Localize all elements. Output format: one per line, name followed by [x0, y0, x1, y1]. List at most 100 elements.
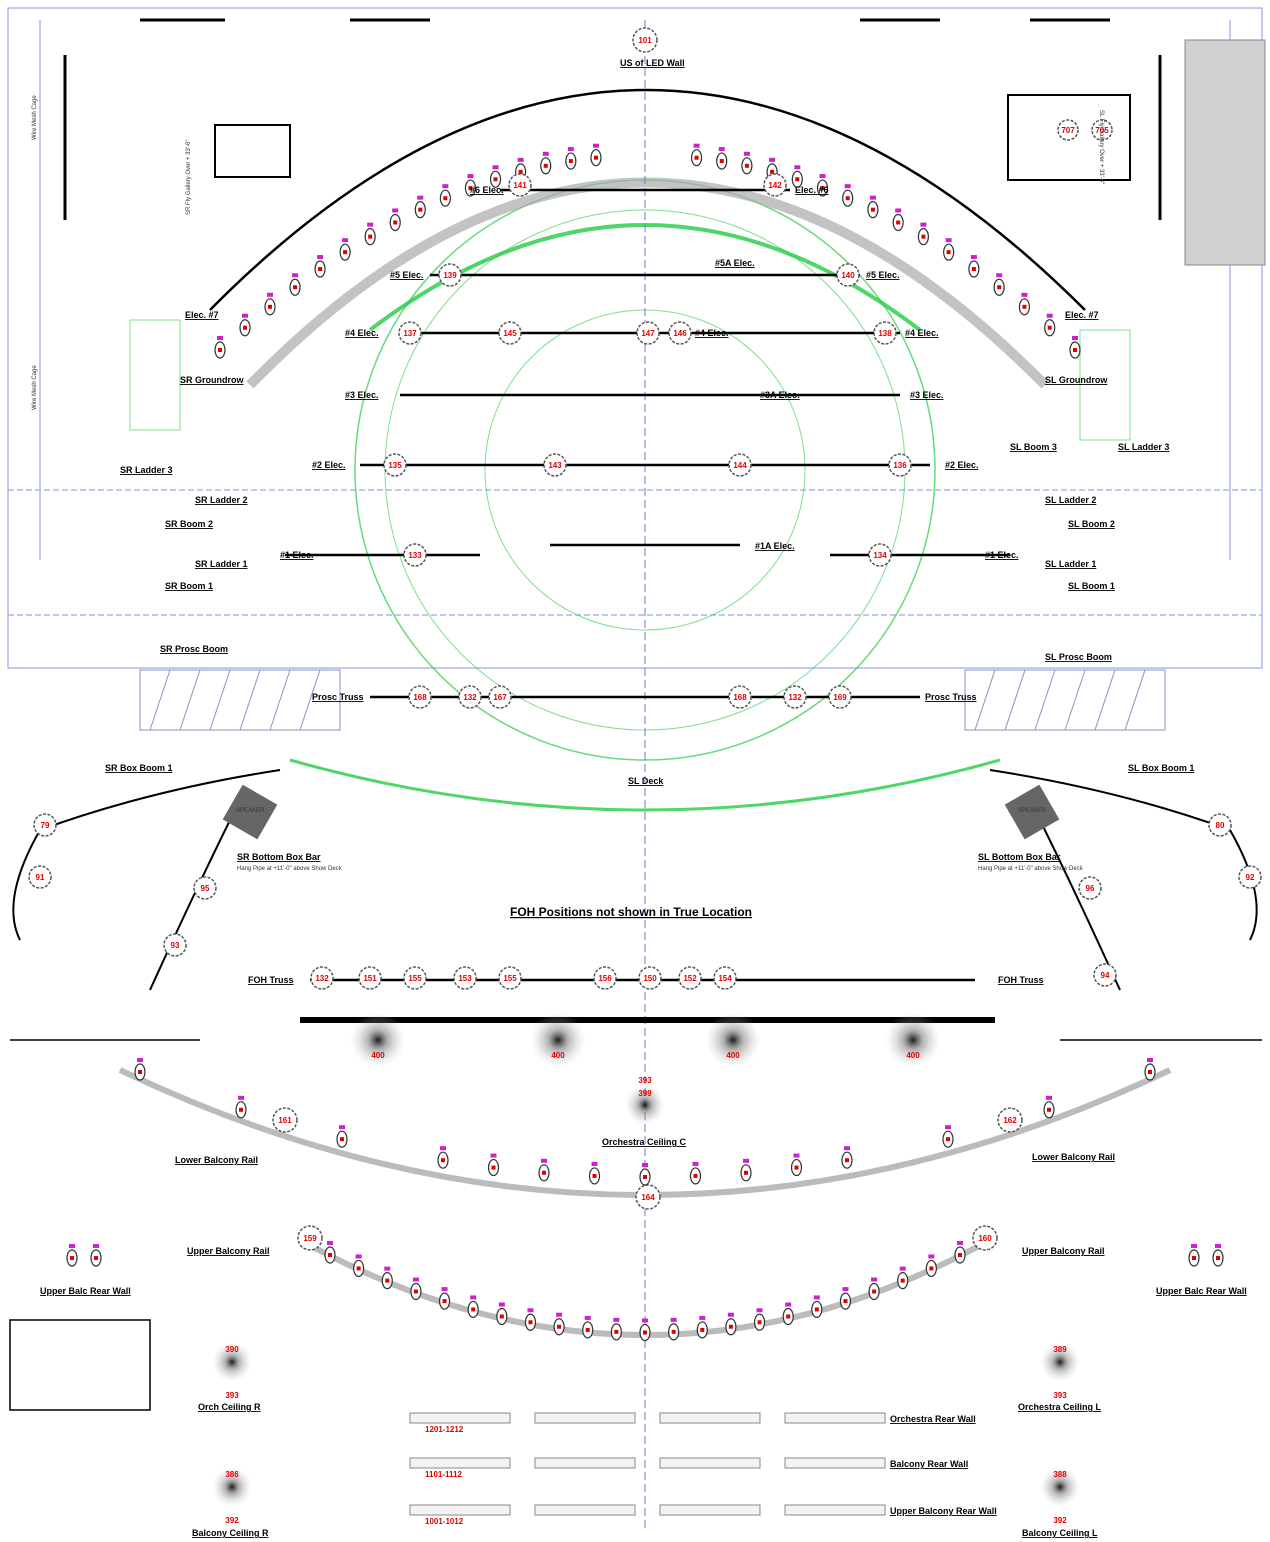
left-legend-box — [214, 124, 291, 178]
lower-balc-unit — [1043, 1095, 1055, 1119]
fixture-elec5: 140 — [836, 263, 860, 287]
arc-unit — [565, 147, 577, 170]
label-balc-ceiling-l: Balcony Ceiling L — [1022, 1528, 1098, 1538]
upper-balc-unit — [753, 1308, 766, 1331]
svg-text:145: 145 — [503, 329, 517, 338]
svg-text:168: 168 — [413, 693, 427, 702]
lower-balc-unit — [437, 1146, 449, 1169]
label-elec-4: #4 Elec. — [345, 328, 379, 338]
building-outline — [7, 7, 1263, 669]
label-orch-ceiling-r: Orch Ceiling R — [198, 1402, 261, 1412]
svg-text:95: 95 — [201, 884, 210, 893]
svg-text:132: 132 — [315, 974, 329, 983]
rear-wall-unit — [66, 1244, 78, 1267]
upper-balc-unit — [668, 1317, 680, 1341]
lower-balc-unit — [336, 1125, 348, 1148]
fixture-elec1: 134 — [868, 543, 892, 567]
label-orch-ceiling-l: Orchestra Ceiling L — [1018, 1402, 1102, 1412]
arc-unit — [791, 165, 803, 188]
label-hang-pipe-l: Hang Pipe at +11'-0" above Show Deck — [237, 866, 343, 872]
orch-c-label: 393 — [638, 1076, 652, 1085]
svg-text:143: 143 — [548, 461, 562, 470]
ceiling-glows — [212, 1012, 1080, 1507]
upper-balc-unit — [925, 1254, 937, 1278]
label-prosc-truss-r: Prosc Truss — [925, 692, 977, 702]
lower-balc-unit — [588, 1161, 601, 1185]
label-elec-4-r: #4 Elec. — [905, 328, 939, 338]
upper-balc-unit — [610, 1317, 622, 1341]
label-sr-boom-2: SR Boom 2 — [165, 519, 213, 529]
upper-balc-unit — [811, 1295, 823, 1319]
arc-unit — [943, 238, 955, 261]
upper-balc-unit — [782, 1302, 794, 1326]
fixture-prosc: 169 — [828, 685, 852, 709]
label-elec-1: #1 Elec. — [280, 550, 314, 560]
ceiling-spot-label: 400 — [906, 1051, 920, 1060]
lower-balc-unit — [841, 1146, 853, 1169]
svg-text:169: 169 — [833, 693, 847, 702]
sl-equipment-block — [1184, 39, 1266, 266]
svg-text:161: 161 — [278, 1116, 292, 1125]
upper-balc-unit — [725, 1312, 737, 1336]
svg-text:141: 141 — [513, 181, 527, 190]
upper-balc-unit — [524, 1308, 537, 1331]
orch-r-label: 390 — [225, 1345, 239, 1354]
arc-unit — [389, 208, 401, 232]
lower-balc-unit — [740, 1158, 752, 1182]
arc-unit — [239, 313, 251, 337]
label-sl-box-boom-1: SL Box Boom 1 — [1128, 763, 1194, 773]
fixture-upper-balc: 159 — [297, 1225, 323, 1251]
arc-unit — [439, 184, 451, 207]
label-upper-balc-rear-wall-r: Upper Balc Rear Wall — [1156, 1286, 1247, 1296]
label-strip-3: 1001-1012 — [425, 1517, 464, 1526]
left-notes-box — [9, 1319, 151, 1411]
lower-balc-unit — [689, 1161, 702, 1185]
label-sl-boom-2: SL Boom 2 — [1068, 519, 1115, 529]
fixture-foh: 156 — [593, 966, 617, 990]
label-wire-mesh-cage-1: Wire Mesh Cage — [32, 95, 38, 140]
lower-balc-unit — [538, 1158, 550, 1182]
label-upper-balc-rear-wall-l: Upper Balc Rear Wall — [40, 1286, 131, 1296]
fixture-foh: 154 — [713, 966, 737, 990]
label-foh-truss-l: FOH Truss — [248, 975, 294, 985]
arc-unit — [540, 151, 552, 175]
fixture-elec5: 139 — [438, 263, 462, 287]
label-wire-mesh-cage-2: Wire Mesh Cage — [32, 365, 38, 410]
label-sr-box-boom-1: SR Box Boom 1 — [105, 763, 173, 773]
svg-text:162: 162 — [1003, 1116, 1017, 1125]
svg-text:154: 154 — [718, 974, 732, 983]
svg-text:144: 144 — [733, 461, 747, 470]
groundrow-arc — [246, 177, 1049, 389]
label-us-led-wall: US of LED Wall — [620, 58, 685, 68]
lower-balc-unit — [1144, 1058, 1156, 1081]
fixture-foh: 151 — [358, 966, 382, 990]
label-sl-deck: SL Deck — [628, 776, 664, 786]
upper-balc-unit — [467, 1295, 479, 1319]
svg-text:147: 147 — [641, 329, 655, 338]
fixture-foh: 153 — [453, 966, 477, 990]
label-sr-ladder-1: SR Ladder 1 — [195, 559, 248, 569]
fixture-box-l: 91 — [28, 865, 52, 889]
svg-text:91: 91 — [36, 873, 45, 882]
svg-text:151: 151 — [363, 974, 377, 983]
orch-l-label: 393 — [1053, 1391, 1067, 1400]
arc-unit — [1069, 336, 1081, 359]
svg-text:153: 153 — [458, 974, 472, 983]
label-elec-3a: #3A Elec. — [760, 390, 800, 400]
label-foh-note: FOH Positions not shown in True Location — [510, 905, 752, 919]
fixture-box-l: 93 — [163, 933, 187, 957]
label-sl-ladder-1: SL Ladder 1 — [1045, 559, 1096, 569]
svg-text:137: 137 — [403, 329, 417, 338]
upper-balc-unit — [324, 1241, 336, 1264]
fixture-elec6: 141 — [508, 173, 532, 197]
svg-text:135: 135 — [388, 461, 402, 470]
ceiling-spot-label: 400 — [371, 1051, 385, 1060]
fixture-elec2: 143 — [543, 453, 567, 477]
fixture-lower-balc: 161 — [272, 1107, 298, 1133]
label-hang-pipe-r: Hang Pipe at +11'-0" above Show Deck — [978, 866, 1084, 872]
rear-wall-unit — [1212, 1244, 1224, 1267]
arc-unit — [214, 336, 226, 359]
label-elec-2-r: #2 Elec. — [945, 460, 979, 470]
ceiling-spot-label: 400 — [551, 1051, 565, 1060]
label-sr-fly-gallery: SR Fly Gallery Over + 33'-6" — [186, 140, 192, 215]
